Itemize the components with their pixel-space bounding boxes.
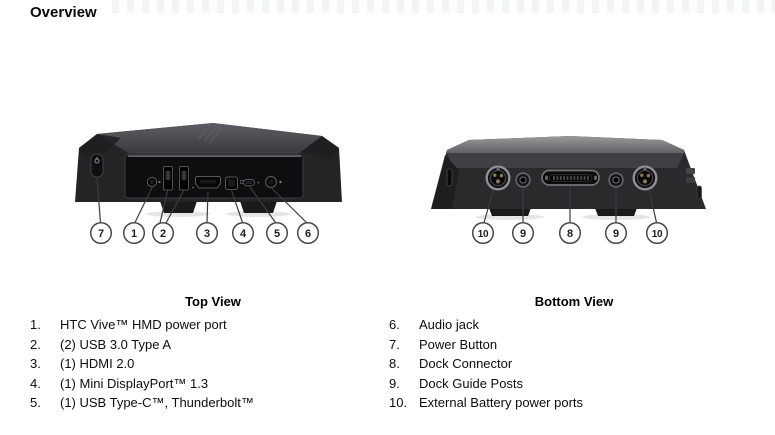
bottom-view-callout-lines: [483, 186, 658, 223]
svg-text:8: 8: [567, 228, 573, 240]
power-button: [90, 153, 104, 178]
svg-text:9: 9: [520, 228, 526, 240]
dock-guide-post-left: [515, 172, 531, 188]
legend-item-label: HTC Vive™ HMD power port: [60, 317, 227, 332]
battery-power-port-left: [485, 165, 511, 191]
svg-text:10: 10: [652, 229, 663, 240]
legend-item-number: 9.: [389, 375, 400, 391]
legend-item-label: Power Button: [419, 336, 498, 352]
legend-item-label: Dock Guide Posts: [419, 375, 524, 391]
right-end-vents: [686, 168, 702, 200]
security-slot: [446, 168, 453, 187]
legend-item: 3. (1) HDMI 2.0: [30, 354, 396, 374]
dock-guide-post-right: [608, 172, 624, 188]
svg-text:5: 5: [274, 228, 280, 240]
callout-1: 1: [122, 221, 146, 245]
legend-item-number: 1.: [30, 317, 41, 332]
legend-item: 4. (1) Mini DisplayPort™ 1.3: [30, 374, 396, 394]
svg-text:1: 1: [131, 228, 137, 240]
top-view-heading: Top View: [185, 294, 241, 309]
usb-a-port-2: [179, 166, 194, 191]
svg-text:9: 9: [613, 228, 619, 240]
hdmi-port: [195, 176, 221, 189]
hp-logo-icon: [198, 125, 223, 142]
legend-item-number: 7.: [389, 336, 400, 352]
svg-text:3: 3: [204, 228, 210, 240]
legend-item-number: 10.: [389, 395, 408, 410]
svg-text:4: 4: [240, 228, 247, 240]
legend-item-label: (1) HDMI 2.0: [60, 356, 135, 371]
callout-8: 8: [558, 221, 582, 245]
hmd-power-port: [146, 176, 161, 188]
callout-2: 2: [151, 221, 175, 245]
corner-wedge: [79, 134, 121, 157]
mini-displayport: [225, 176, 245, 190]
callout-7: 7: [89, 221, 113, 245]
legend-item-number: 3.: [30, 356, 41, 371]
callout-6: 6: [296, 221, 320, 245]
page-title: Overview: [30, 4, 97, 21]
legend-item: 8. Dock Connector: [389, 354, 759, 374]
legend-item: 6. Audio jack: [389, 315, 759, 335]
legend-item-label: Dock Connector: [419, 356, 513, 371]
corner-wedge: [301, 136, 339, 159]
legend-item-label: External Battery power ports: [419, 395, 584, 410]
device-foot: [240, 201, 277, 213]
top-view-callout-lines: [96, 177, 307, 224]
top-view-figure: 7 1 2 3 4 5 6: [75, 123, 342, 245]
legend-item: 9. Dock Guide Posts: [389, 374, 759, 394]
bottom-view-legend: Bottom View 6. Audio jack 7. Power Butto…: [389, 295, 759, 413]
battery-power-port-right: [632, 165, 658, 191]
legend-item-number: 4.: [30, 375, 41, 391]
dock-connector-slot: [541, 169, 600, 186]
left-end-pocket: [431, 155, 459, 209]
svg-text:6: 6: [305, 228, 311, 240]
svg-text:2: 2: [160, 228, 166, 240]
callout-10-left: 10: [471, 221, 495, 245]
legend-item-number: 2.: [30, 336, 41, 352]
device-shadow: [226, 211, 290, 217]
legend-item-label: (2) USB 3.0 Type A: [60, 336, 172, 352]
device-top-face: [97, 123, 322, 154]
callout-10-right: 10: [645, 221, 669, 245]
usb-c-port: [243, 179, 260, 187]
callout-5: 5: [265, 221, 289, 245]
device-foot: [489, 208, 531, 216]
legend-item: 2. (2) USB 3.0 Type A: [30, 335, 396, 355]
device-top-face: [447, 136, 684, 153]
svg-text:7: 7: [98, 228, 104, 240]
legend-item-label: Audio jack: [419, 317, 479, 332]
usb-a-port-1: [163, 166, 173, 191]
bottom-view-heading: Bottom View: [534, 294, 614, 309]
device-facet-band: [447, 153, 684, 168]
header-stripe-pattern: [112, 0, 775, 13]
device-foot: [160, 201, 197, 213]
callout-9-left: 9: [511, 221, 535, 245]
legend-item: 10. External Battery power ports: [389, 393, 759, 413]
legend-item-number: 8.: [389, 356, 400, 371]
legend-item-label: (1) Mini DisplayPort™ 1.3: [60, 375, 209, 391]
callout-3: 3: [195, 221, 219, 245]
callout-9-right: 9: [604, 221, 628, 245]
callout-4: 4: [231, 221, 255, 245]
legend-item: 7. Power Button: [389, 335, 759, 355]
audio-jack-port: [265, 176, 282, 188]
legend-item-label: (1) USB Type-C™, Thunderbolt™: [60, 395, 254, 410]
legend-item: 1. HTC Vive™ HMD power port: [30, 315, 396, 335]
legend-item-number: 6.: [389, 317, 400, 332]
top-view-legend: Top View 1. HTC Vive™ HMD power port 2. …: [30, 295, 396, 413]
svg-text:10: 10: [478, 229, 489, 240]
bottom-view-device: [431, 136, 706, 220]
legend-item: 5. (1) USB Type-C™, Thunderbolt™: [30, 393, 396, 413]
top-view-device: [75, 123, 342, 217]
bottom-view-figure: 10 9 8 9 10: [431, 136, 706, 245]
legend-item-number: 5.: [30, 395, 41, 410]
